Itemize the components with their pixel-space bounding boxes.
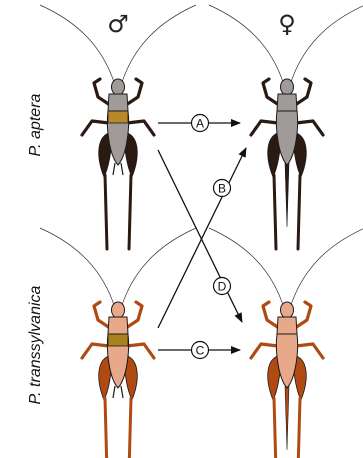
cross-label-b: B [214, 180, 231, 197]
pronotum [108, 94, 128, 111]
hind-tibia [298, 398, 300, 458]
front-leg [126, 79, 142, 105]
ovipositor [285, 386, 289, 450]
head [281, 79, 294, 95]
front-leg [263, 302, 279, 328]
middle-leg [251, 121, 278, 135]
middle-leg [296, 121, 323, 135]
front-leg [94, 302, 110, 328]
antenna [121, 5, 196, 85]
abdomen [276, 334, 297, 388]
wing-band [108, 334, 128, 346]
middle-leg [127, 344, 154, 358]
antenna [209, 228, 284, 308]
middle-leg [82, 121, 109, 135]
hind-tibia [298, 175, 300, 249]
cross-label-d: D [214, 278, 231, 295]
hind-tibia [105, 175, 107, 249]
abdomen [276, 111, 297, 165]
cross-label-a: A [192, 115, 209, 132]
middle-leg [82, 344, 109, 358]
pronotum [277, 317, 297, 334]
species-label-transsylvanica: P. transsylvanica [27, 285, 44, 404]
cercus [113, 163, 115, 175]
hind-tibia [274, 398, 276, 458]
front-leg [295, 302, 311, 328]
hind-tibia [105, 398, 107, 458]
head [281, 302, 294, 318]
antenna [209, 5, 284, 85]
cricket-transsylvanica-female [209, 228, 363, 458]
front-leg [126, 302, 142, 328]
pronotum [108, 317, 128, 334]
middle-leg [127, 121, 154, 135]
cercus [113, 386, 115, 398]
cercus [121, 386, 123, 398]
hind-tibia [129, 175, 131, 249]
wing-band [108, 111, 128, 123]
antenna [40, 228, 115, 308]
cricket-aptera-female [209, 5, 363, 249]
antenna [40, 5, 115, 85]
male-symbol: ♂ [107, 10, 129, 38]
svg-text:A: A [196, 117, 204, 131]
cross-arrow-b [158, 148, 246, 328]
head [112, 79, 125, 95]
front-leg [295, 79, 311, 105]
ovipositor [285, 163, 289, 227]
front-leg [263, 79, 279, 105]
svg-text:D: D [218, 280, 227, 294]
svg-text:C: C [196, 344, 205, 358]
cricket-transsylvanica-male [40, 228, 196, 458]
head [112, 302, 125, 318]
cricket-aptera-male [40, 5, 196, 249]
cross-label-c: C [192, 342, 209, 359]
cross-arrow-d [158, 150, 242, 322]
female-symbol: ♀ [278, 10, 296, 38]
middle-leg [251, 344, 278, 358]
species-label-aptera: P. aptera [27, 93, 44, 156]
pronotum [277, 94, 297, 111]
antenna [121, 228, 196, 308]
hind-tibia [274, 175, 276, 249]
antenna [290, 5, 363, 85]
middle-leg [296, 344, 323, 358]
antenna [290, 228, 363, 308]
svg-text:B: B [218, 182, 226, 196]
cercus [121, 163, 123, 175]
hind-tibia [129, 398, 131, 458]
front-leg [94, 79, 110, 105]
